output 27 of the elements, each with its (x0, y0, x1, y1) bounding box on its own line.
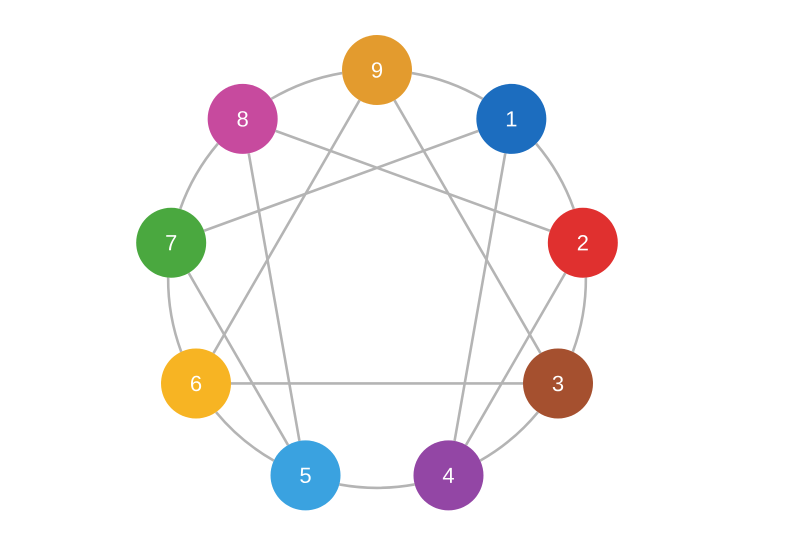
circle-arc (339, 483, 415, 490)
number-ball: 1 (476, 84, 546, 154)
circle-arc (166, 278, 182, 352)
number-ball: 6 (161, 348, 231, 418)
connecting-line (247, 153, 301, 442)
number-ball: 8 (208, 84, 278, 154)
connecting-line (393, 100, 542, 354)
connecting-line (212, 100, 361, 354)
circle-arc (535, 142, 575, 210)
connecting-line (453, 153, 507, 442)
number-ball: 2 (548, 208, 618, 278)
circle-arc (215, 411, 274, 462)
connecting-line (204, 130, 479, 232)
circle-arc (412, 72, 484, 100)
connecting-line (231, 382, 523, 385)
number-ball: 4 (413, 440, 484, 510)
number-ball: 3 (523, 348, 593, 418)
circle-arc (572, 278, 588, 352)
number-ball: 5 (270, 440, 341, 510)
number-ball: 9 (342, 35, 412, 105)
connecting-line (188, 272, 290, 446)
circle-arc (179, 142, 219, 210)
circle-arc (270, 72, 342, 100)
number-ball: 7 (136, 208, 206, 278)
connecting-line (464, 272, 566, 446)
connecting-line (275, 130, 550, 232)
circle-arc (480, 411, 539, 462)
